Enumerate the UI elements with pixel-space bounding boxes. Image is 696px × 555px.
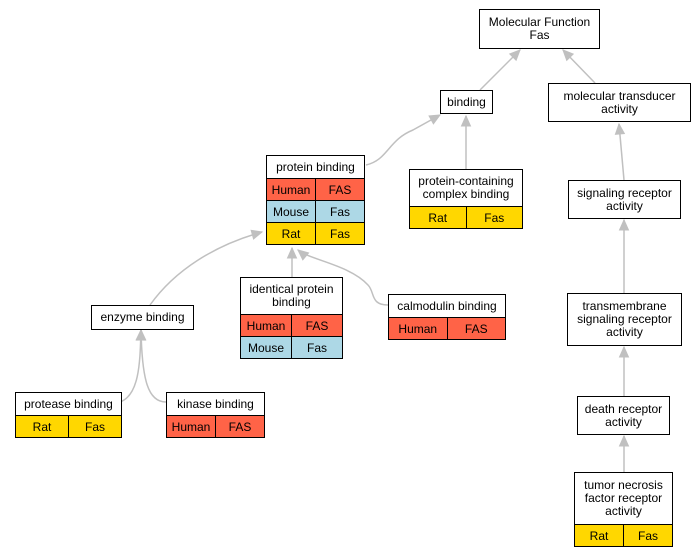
species-cell: Human bbox=[271, 182, 311, 197]
gene-cell: Fas bbox=[315, 201, 364, 222]
edge-protein_binding-to-binding bbox=[365, 114, 441, 166]
annotation-row-human: Human FAS bbox=[241, 314, 342, 336]
go-term-label: protein-containing complex binding bbox=[410, 170, 522, 206]
arrowhead-icon bbox=[562, 49, 575, 62]
go-term-label: enzyme binding bbox=[92, 306, 193, 329]
go-term-node-molecular-function[interactable]: Molecular Function Fas bbox=[479, 9, 600, 49]
species-cell: Human bbox=[398, 321, 438, 336]
go-term-node-death-receptor-activity[interactable]: death receptor activity bbox=[577, 396, 670, 435]
go-term-label: identical protein binding bbox=[241, 278, 342, 314]
go-term-label: binding bbox=[441, 91, 492, 113]
go-term-label: signaling receptor activity bbox=[569, 181, 680, 218]
edge-protease_binding-to-enzyme_binding bbox=[119, 329, 142, 403]
arrowhead-icon bbox=[286, 246, 298, 259]
arrowhead-icon bbox=[297, 249, 310, 261]
annotation-row-rat: Rat Fas bbox=[267, 222, 364, 244]
species-cell: Rat bbox=[589, 528, 609, 543]
arrowhead-icon bbox=[618, 345, 630, 358]
gene-cell: Fas bbox=[465, 207, 523, 228]
go-term-label: tumor necrosis factor receptor activity bbox=[575, 473, 672, 524]
go-term-label: protein binding bbox=[267, 156, 364, 178]
arrowhead-icon bbox=[428, 114, 442, 125]
edge-calmodulin_binding-to-protein_binding bbox=[297, 249, 389, 306]
gene-cell: Fas bbox=[623, 525, 672, 546]
gene-cell: FAS bbox=[291, 315, 342, 336]
arrowhead-icon bbox=[614, 122, 626, 135]
species-cell: Human bbox=[171, 419, 211, 434]
gene-cell: FAS bbox=[315, 179, 364, 200]
go-term-node-transmembrane-signaling-receptor-activity[interactable]: transmembrane signaling receptor activit… bbox=[567, 293, 682, 346]
gene-cell: FAS bbox=[215, 416, 264, 437]
annotation-row-mouse: Mouse Fas bbox=[267, 200, 364, 222]
go-term-label: transmembrane signaling receptor activit… bbox=[568, 294, 681, 345]
go-term-label: protease binding bbox=[16, 393, 121, 415]
go-term-label: molecular transducer activity bbox=[549, 84, 690, 121]
arrowhead-icon bbox=[618, 218, 630, 231]
go-term-label: death receptor activity bbox=[578, 397, 669, 434]
gene-cell: Fas bbox=[291, 337, 342, 358]
go-term-label: Molecular Function Fas bbox=[480, 10, 599, 48]
gene-cell: FAS bbox=[446, 318, 506, 339]
gene-cell: Fas bbox=[315, 223, 364, 244]
annotation-row-mouse: Mouse Fas bbox=[241, 336, 342, 358]
go-term-node-binding[interactable]: binding bbox=[440, 90, 493, 114]
species-cell: Rat bbox=[281, 226, 301, 241]
go-term-node-molecular-transducer-activity[interactable]: molecular transducer activity bbox=[548, 83, 691, 122]
arrowhead-icon bbox=[508, 49, 521, 62]
annotation-row-human: Human FAS bbox=[167, 415, 264, 437]
arrowhead-icon bbox=[135, 328, 147, 341]
annotation-row-rat: Rat Fas bbox=[410, 206, 522, 228]
edge-enzyme_binding-to-protein_binding bbox=[149, 231, 263, 306]
annotation-row-human: Human FAS bbox=[267, 178, 364, 200]
arrowhead-icon bbox=[618, 434, 630, 447]
gene-cell: Fas bbox=[68, 416, 121, 437]
annotation-row-rat: Rat Fas bbox=[575, 524, 672, 546]
go-term-label: kinase binding bbox=[167, 393, 264, 415]
species-cell: Mouse bbox=[272, 204, 310, 219]
arrowhead-icon bbox=[250, 229, 264, 240]
go-term-node-enzyme-binding[interactable]: enzyme binding bbox=[91, 305, 194, 330]
annotation-row-human: Human FAS bbox=[389, 317, 505, 339]
species-cell: Rat bbox=[32, 419, 52, 434]
edge-kinase_binding-to-enzyme_binding bbox=[140, 329, 167, 403]
go-term-node-signaling-receptor-activity[interactable]: signaling receptor activity bbox=[568, 180, 681, 219]
species-cell: Human bbox=[246, 318, 286, 333]
go-term-label: calmodulin binding bbox=[389, 295, 505, 317]
species-cell: Rat bbox=[428, 210, 448, 225]
annotation-row-rat: Rat Fas bbox=[16, 415, 121, 437]
species-cell: Mouse bbox=[247, 340, 285, 355]
arrowhead-icon bbox=[460, 114, 472, 127]
